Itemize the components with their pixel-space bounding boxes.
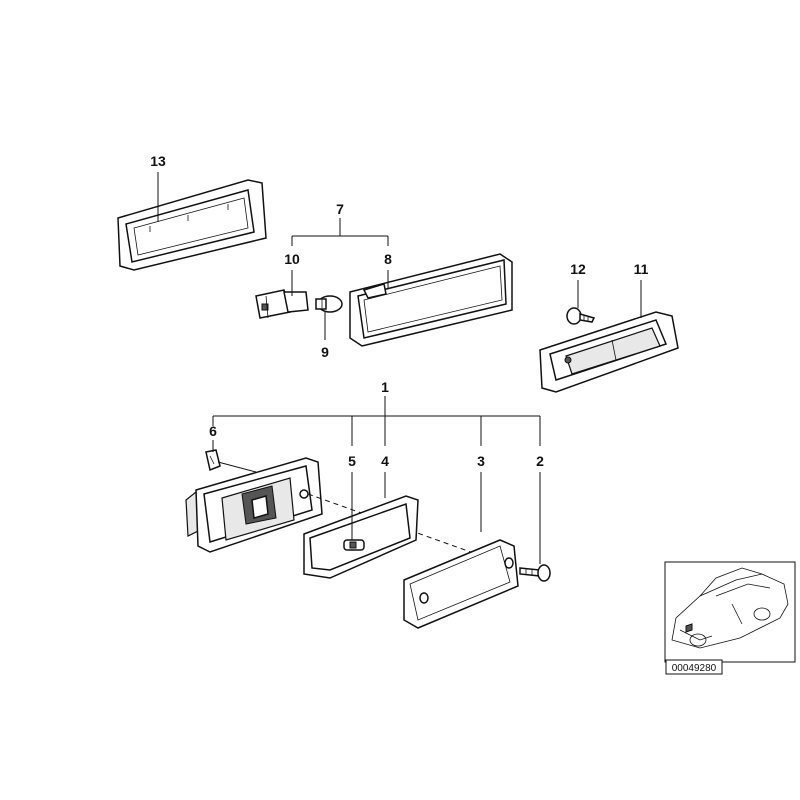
callout-10: 10 xyxy=(284,251,300,267)
leader-6-to-housing xyxy=(217,461,257,473)
part-10-bulb-socket xyxy=(255,289,309,319)
callout-3: 3 xyxy=(477,453,485,469)
callout-5: 5 xyxy=(348,453,356,469)
part-13-gasket xyxy=(117,179,267,271)
part-4-gasket xyxy=(303,495,419,579)
part-8-lens xyxy=(349,253,513,347)
part-12-screw xyxy=(566,307,596,325)
callout-6: 6 xyxy=(209,423,217,439)
callout-1: 1 xyxy=(381,379,389,395)
callout-2: 2 xyxy=(536,453,544,469)
part-11-housing xyxy=(539,311,679,393)
bracket-1 xyxy=(212,396,541,446)
callout-12: 12 xyxy=(570,261,586,277)
part-2-screw xyxy=(519,564,551,582)
part-5-connector xyxy=(343,539,365,551)
ref-number-box xyxy=(665,659,723,675)
ref-number: 00049280 xyxy=(672,663,717,674)
part-3-lens xyxy=(403,539,519,629)
callout-4: 4 xyxy=(381,453,389,469)
callout-7: 7 xyxy=(336,201,344,217)
car-icon xyxy=(671,567,789,649)
bracket-7 xyxy=(291,218,389,246)
callout-11: 11 xyxy=(634,261,649,277)
callout-13: 13 xyxy=(150,153,166,169)
part-6-clip xyxy=(205,449,221,472)
callout-8: 8 xyxy=(384,251,392,267)
main-housing xyxy=(185,457,323,553)
part-9-bulb xyxy=(315,295,343,313)
callout-9: 9 xyxy=(321,344,329,360)
car-thumbnail: 00049280 xyxy=(664,561,796,675)
